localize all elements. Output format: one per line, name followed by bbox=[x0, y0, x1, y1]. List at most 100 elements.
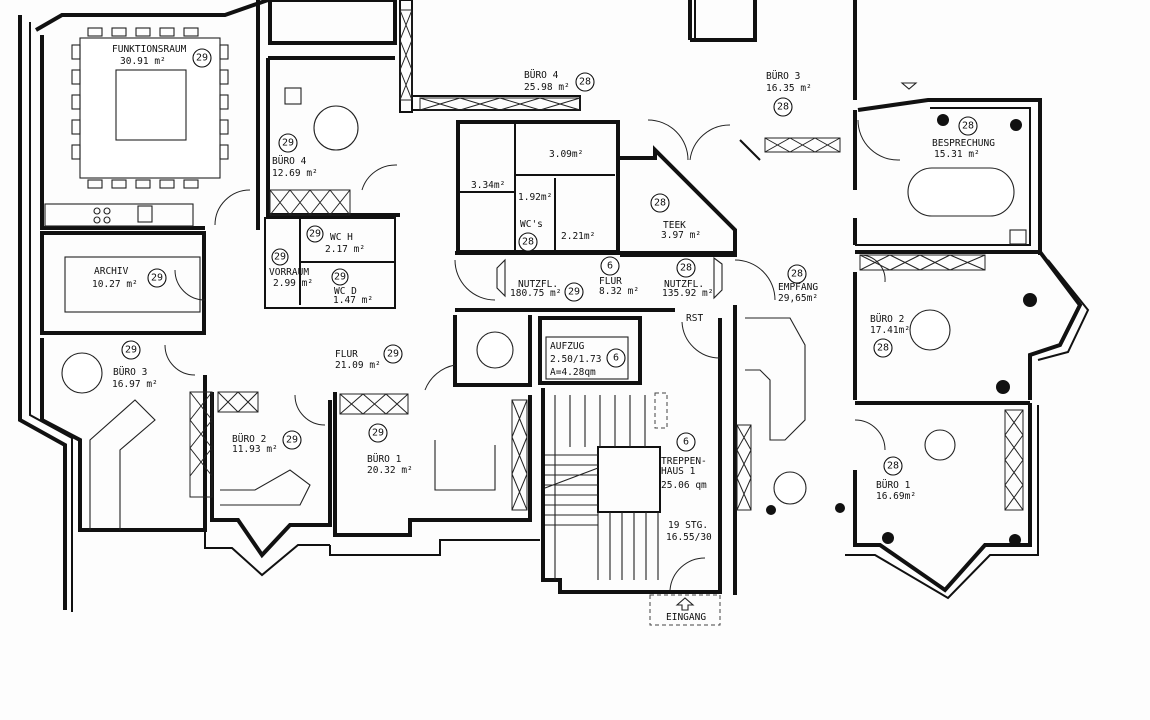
room-area: 3.97 m² bbox=[661, 230, 701, 241]
unit-number: 28 bbox=[791, 269, 803, 280]
room-wcs: 3.09m² 3.34m² 1.92m² WC's 2.21m² 28 bbox=[471, 149, 595, 252]
room-buero-2-right: BÜRO 2 17.41m² 28 bbox=[870, 314, 910, 358]
room-name: NUTZFL. bbox=[518, 279, 558, 290]
room-name: BÜRO 3 bbox=[113, 367, 147, 378]
room-area: 2.99 m² bbox=[273, 278, 313, 289]
unit-number: 29 bbox=[309, 229, 321, 240]
room-name: TEEK bbox=[663, 220, 686, 231]
room-flur-center: FLUR 8.32 m² 6 bbox=[599, 256, 639, 297]
walls bbox=[18, 0, 1090, 612]
room-treppenhaus: TREPPEN- HAUS 1 25.06 qm 6 19 STG. 16.55… bbox=[661, 432, 712, 543]
room-aufzug: AUFZUG 2.50/1.73 A=4.28qm 6 bbox=[550, 341, 626, 378]
room-name: BÜRO 2 bbox=[870, 314, 904, 325]
room-area: 16.69m² bbox=[876, 491, 916, 502]
room-flur-left: FLUR 21.09 m² 29 bbox=[335, 344, 403, 371]
unit-number: 28 bbox=[962, 121, 974, 132]
room-name: FUNKTIONSRAUM bbox=[112, 44, 187, 55]
room-area: 29,65m² bbox=[778, 293, 818, 304]
room-name: BÜRO 3 bbox=[766, 71, 800, 82]
unit-number: 28 bbox=[680, 263, 692, 274]
room-name: ARCHIV bbox=[94, 266, 129, 277]
stair-ratio: 16.55/30 bbox=[666, 532, 712, 543]
room-vorraum: VORRAUM 2.99 m² 29 bbox=[269, 248, 313, 289]
unit-number: 28 bbox=[887, 461, 899, 472]
room-buero-4-large: BÜRO 4 25.98 m² 28 bbox=[524, 70, 595, 93]
room-area: 8.32 m² bbox=[599, 286, 639, 297]
room-name: WC's bbox=[520, 219, 543, 230]
room-area: 12.69 m² bbox=[272, 168, 318, 179]
room-area: 2.17 m² bbox=[325, 244, 365, 255]
room-area: 21.09 m² bbox=[335, 360, 381, 371]
room-name: WC D bbox=[334, 286, 357, 297]
room-buero-2-left: BÜRO 2 11.93 m² 29 bbox=[232, 430, 302, 455]
unit-number: 28 bbox=[877, 343, 889, 354]
unit-number: 29 bbox=[334, 272, 346, 283]
room-name: BÜRO 2 bbox=[232, 434, 266, 445]
room-buero-1-right: BÜRO 1 16.69m² 28 bbox=[876, 456, 916, 502]
room-name: EMPFANG bbox=[778, 282, 818, 293]
unit-number: 29 bbox=[274, 252, 286, 263]
room-area: 25.06 qm bbox=[661, 480, 707, 491]
room-name: VORRAUM bbox=[269, 267, 309, 278]
room-area: 11.93 m² bbox=[232, 444, 278, 455]
unit-number: 29 bbox=[151, 273, 163, 284]
room-area: 2.50/1.73 bbox=[550, 354, 601, 365]
unit-number: 29 bbox=[125, 345, 137, 356]
unit-number: 28 bbox=[777, 102, 789, 113]
room-area: 3.09m² bbox=[549, 149, 583, 160]
room-area: 3.34m² bbox=[471, 180, 505, 191]
room-area: 25.98 m² bbox=[524, 82, 570, 93]
room-name: BÜRO 1 bbox=[367, 454, 402, 465]
room-area: 17.41m² bbox=[870, 325, 910, 336]
furniture bbox=[44, 27, 1037, 626]
room-area: 10.27 m² bbox=[92, 279, 138, 290]
unit-number: 28 bbox=[579, 77, 591, 88]
room-teek: TEEK 3.97 m² 28 bbox=[650, 193, 701, 241]
unit-number: 28 bbox=[654, 198, 666, 209]
room-area: 20.32 m² bbox=[367, 465, 413, 476]
doors bbox=[164, 119, 901, 591]
room-buero-3-left: BÜRO 3 16.97 m² 29 bbox=[112, 340, 158, 390]
room-besprechung: BESPRECHUNG 15.31 m² 28 bbox=[932, 116, 995, 160]
cabinets bbox=[189, 9, 1024, 511]
room-empfang: EMPFANG 29,65m² 28 bbox=[778, 264, 818, 304]
room-area: 2.21m² bbox=[561, 231, 595, 242]
unit-number: 29 bbox=[286, 435, 298, 446]
room-area: 135.92 m² bbox=[662, 288, 713, 299]
room-name: BÜRO 4 bbox=[524, 70, 559, 81]
room-funktionsraum: FUNKTIONSRAUM 30.91 m² 29 bbox=[112, 44, 212, 68]
rst-label: RST bbox=[686, 313, 703, 324]
room-name: FLUR bbox=[335, 349, 358, 360]
stair-steps: 19 STG. bbox=[668, 520, 708, 531]
room-area: 1.92m² bbox=[518, 192, 552, 203]
room-name: FLUR bbox=[599, 276, 622, 287]
room-area: 30.91 m² bbox=[120, 56, 166, 67]
unit-number: 6 bbox=[613, 353, 619, 364]
unit-number: 29 bbox=[372, 428, 384, 439]
room-extra: A=4.28qm bbox=[550, 367, 596, 378]
room-name-2: HAUS 1 bbox=[661, 466, 696, 477]
room-name: NUTZFL. bbox=[664, 279, 704, 290]
room-name: BÜRO 4 bbox=[272, 156, 307, 167]
unit-number: 29 bbox=[568, 287, 580, 298]
room-area: 180.75 m² bbox=[510, 288, 561, 299]
room-nutzfl-29: NUTZFL. 180.75 m² 29 bbox=[510, 279, 584, 302]
room-area: 16.97 m² bbox=[112, 379, 158, 390]
room-wc-h: WC H 2.17 m² 29 bbox=[306, 225, 365, 255]
room-buero-1-left: BÜRO 1 20.32 m² 29 bbox=[367, 423, 413, 476]
room-archiv: ARCHIV 10.27 m² 29 bbox=[92, 266, 167, 290]
room-name: AUFZUG bbox=[550, 341, 585, 352]
room-nutzfl-28: NUTZFL. 135.92 m² 28 bbox=[662, 258, 713, 299]
room-buero-4-small: BÜRO 4 12.69 m² 29 bbox=[272, 133, 318, 179]
room-wc-d: WC D 1.47 m² 29 bbox=[331, 268, 373, 306]
room-buero-3-right: BÜRO 3 16.35 m² 28 bbox=[766, 71, 812, 117]
room-name: TREPPEN- bbox=[661, 456, 707, 467]
unit-number: 6 bbox=[683, 437, 689, 448]
room-name: BESPRECHUNG bbox=[932, 138, 995, 149]
room-area: 15.31 m² bbox=[934, 149, 980, 160]
unit-number: 29 bbox=[196, 53, 208, 64]
unit-number: 28 bbox=[522, 237, 534, 248]
room-name: WC H bbox=[330, 232, 353, 243]
entrance-label: EINGANG bbox=[666, 612, 706, 623]
